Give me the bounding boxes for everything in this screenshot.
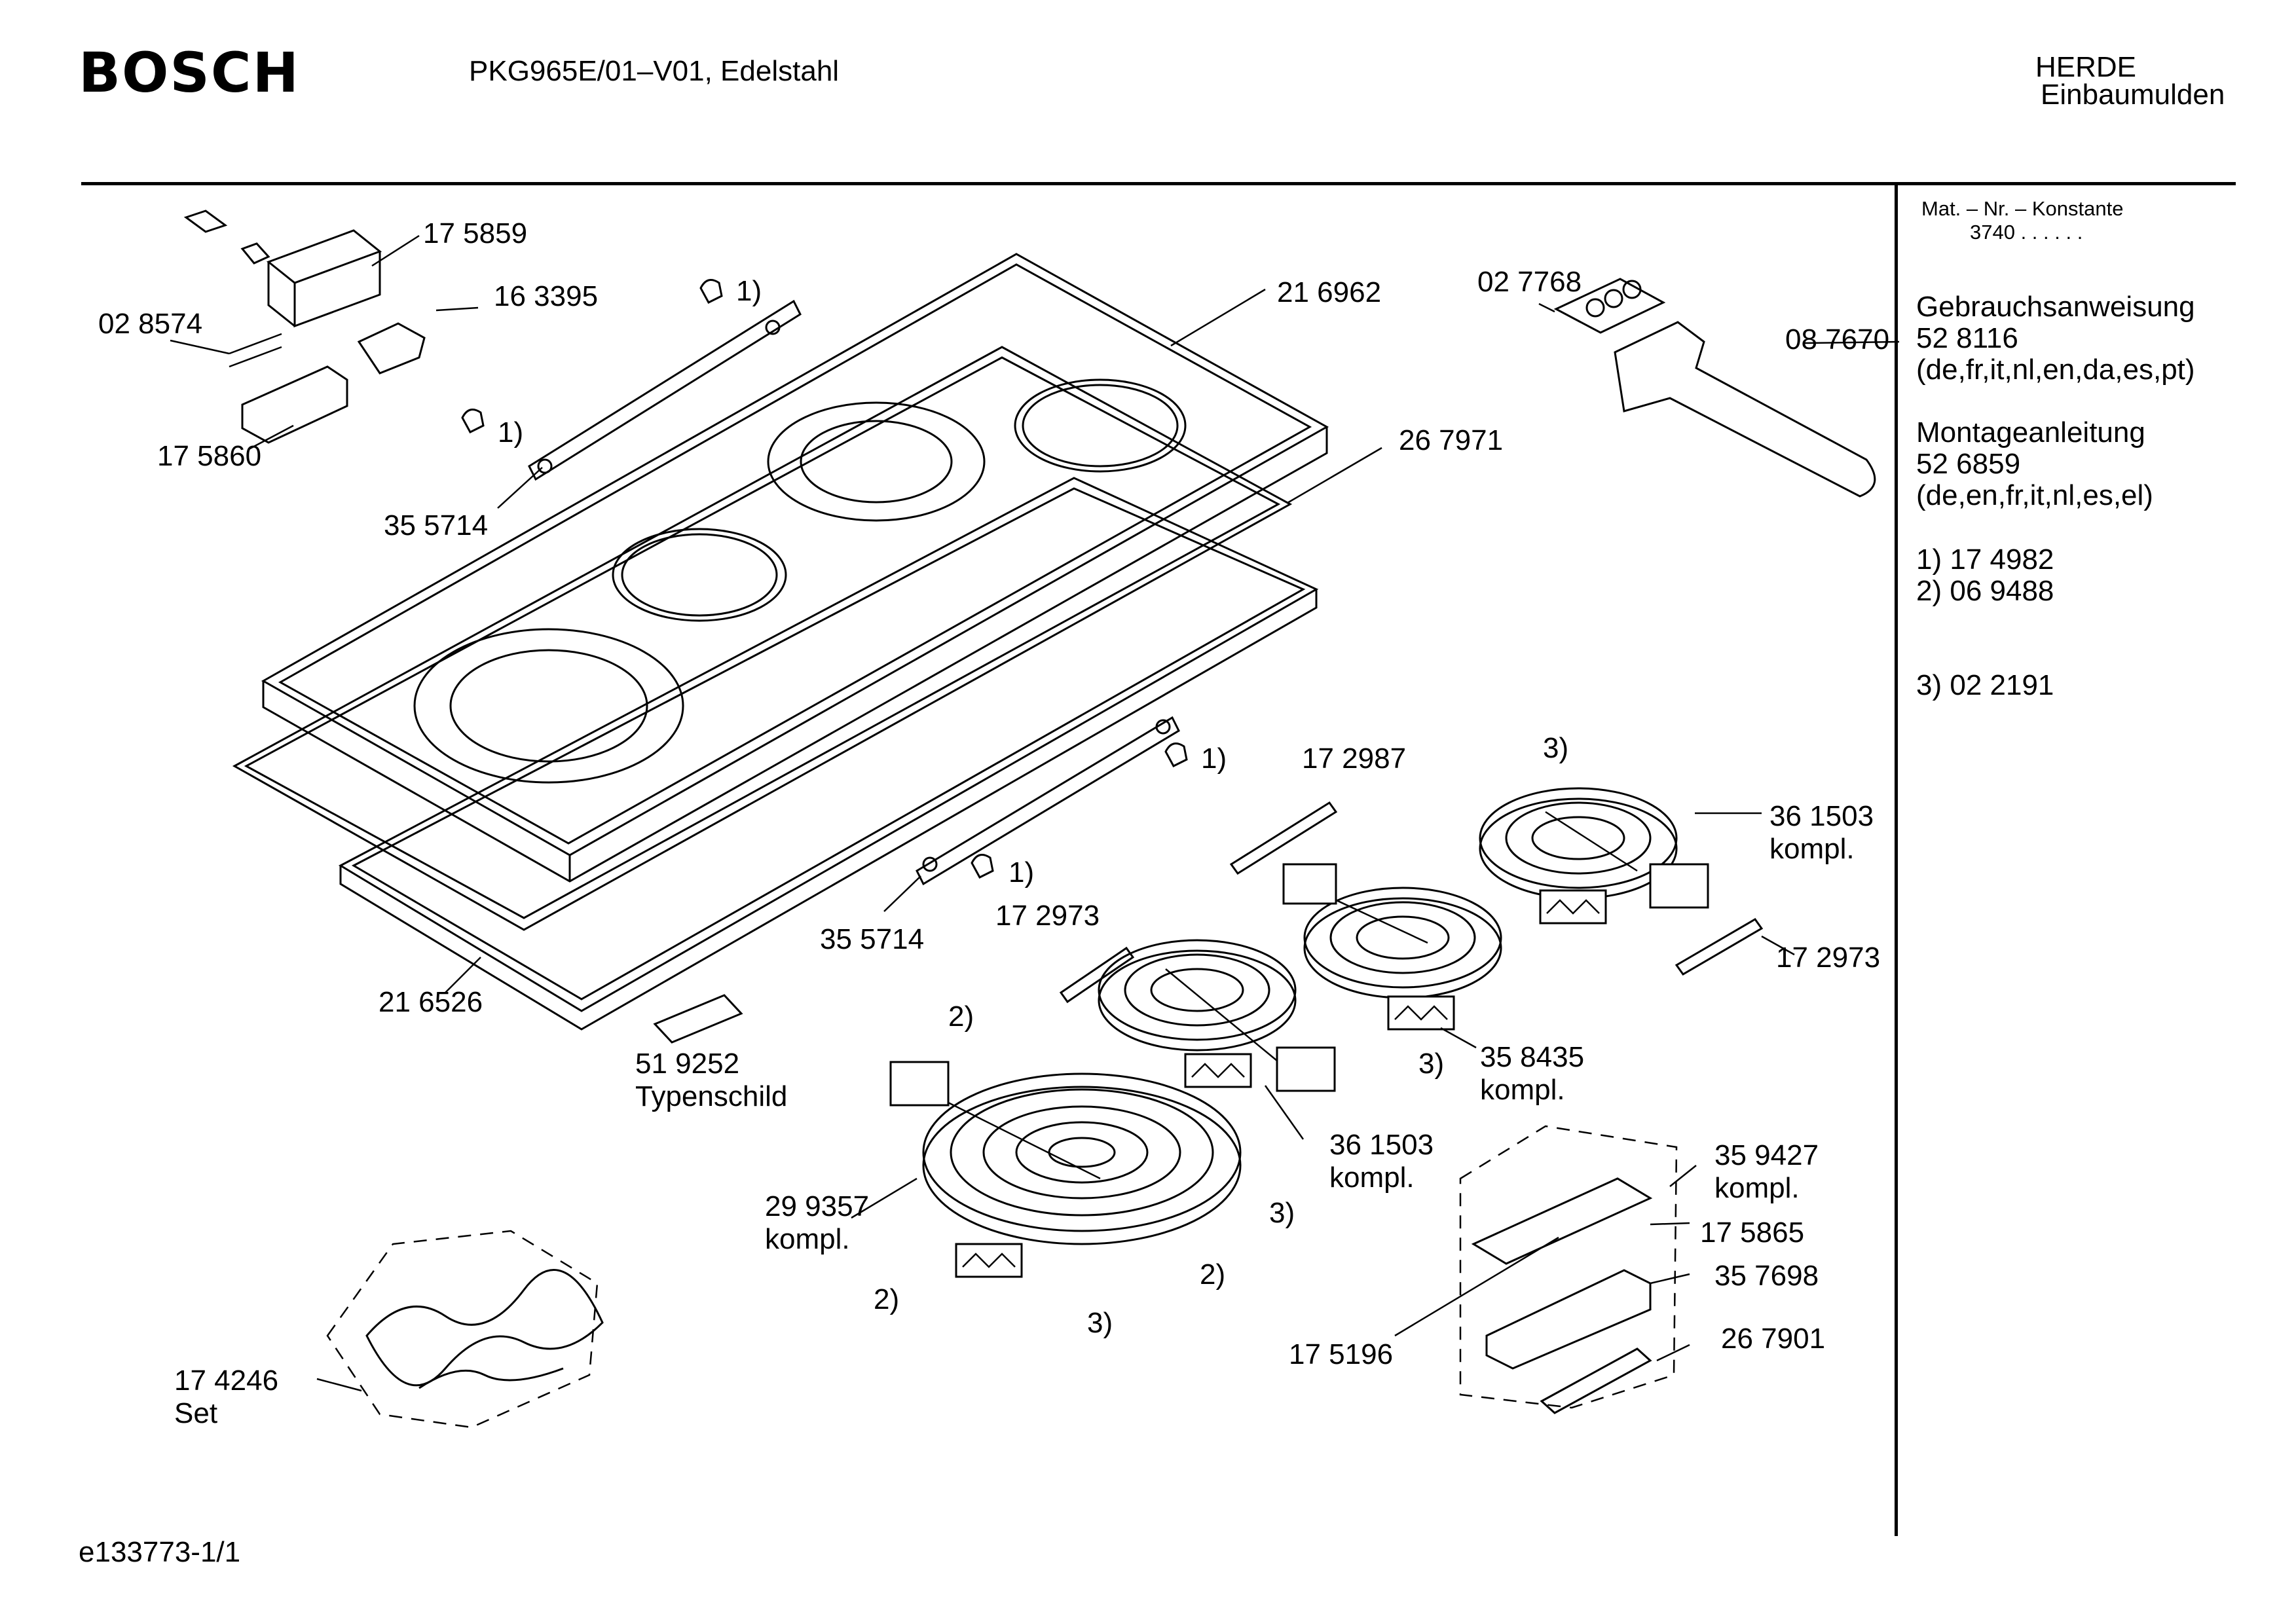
part-label-361503-mid: 36 1503 xyxy=(1329,1129,1434,1161)
manual-number: 52 8116 xyxy=(1916,322,2018,354)
manual-title: Gebrauchsanweisung xyxy=(1916,291,2195,323)
part-label-172973-left: 17 2973 xyxy=(995,900,1100,932)
marker-3-b: 3) xyxy=(1418,1048,1445,1080)
footer-code: e133773-1/1 xyxy=(79,1536,241,1568)
type-plate-part xyxy=(653,994,743,1044)
marker-1-left: 1) xyxy=(498,416,524,449)
part-label-087670: 08 7670 xyxy=(1785,323,1890,356)
heating-element-back-left xyxy=(1282,863,1502,1031)
note-2: 2) 06 9488 xyxy=(1916,575,2054,607)
part-label-174246-set: Set xyxy=(174,1397,218,1429)
part-label-359427-kompl: kompl. xyxy=(1714,1172,1800,1204)
heating-element-back-right xyxy=(1479,787,1709,925)
model-title: PKG965E/01–V01, Edelstahl xyxy=(469,55,840,87)
part-label-299357: 29 9357 xyxy=(765,1190,870,1222)
wire-set-part xyxy=(326,1230,604,1429)
operating-tool-part xyxy=(1553,278,1876,498)
marker-3-a: 3) xyxy=(1543,732,1569,764)
bosch-logo: BOSCH xyxy=(79,41,300,105)
clip-parts xyxy=(461,279,1188,879)
note-1: 1) 17 4982 xyxy=(1916,543,2054,576)
heating-element-mid xyxy=(1098,939,1336,1092)
installation-languages: (de,en,fr,it,nl,es,el) xyxy=(1916,479,2153,511)
bracket-parts xyxy=(1059,801,1764,1004)
mat-nr-value: 3740 . . . . . . xyxy=(1970,221,2083,244)
subcategory-label: Einbaumulden xyxy=(2041,79,2225,111)
part-label-216962: 21 6962 xyxy=(1277,276,1382,308)
part-label-355714-top: 35 5714 xyxy=(384,509,489,541)
part-label-172987: 17 2987 xyxy=(1302,742,1407,775)
part-label-172973-right: 17 2973 xyxy=(1776,942,1881,974)
mat-nr-label: Mat. – Nr. – Konstante xyxy=(1921,197,2124,220)
part-label-typenschild: Typenschild xyxy=(635,1080,788,1112)
part-label-519252: 51 9252 xyxy=(635,1048,740,1080)
part-label-175865: 17 5865 xyxy=(1700,1217,1805,1249)
part-label-175860: 17 5860 xyxy=(157,440,262,472)
part-label-175859: 17 5859 xyxy=(423,217,528,249)
part-label-361503-mid-kompl: kompl. xyxy=(1329,1162,1415,1194)
installation-title: Montageanleitung xyxy=(1916,416,2145,449)
category-label: HERDE xyxy=(2035,51,2137,83)
part-label-216526: 21 6526 xyxy=(379,986,483,1018)
seal-frame-part xyxy=(232,346,1293,931)
marker-1-bottom: 1) xyxy=(1009,856,1035,888)
installation-number: 52 6859 xyxy=(1916,448,2021,480)
heating-element-large xyxy=(889,1061,1242,1278)
note-3: 3) 02 2191 xyxy=(1916,669,2054,701)
marker-3-c: 3) xyxy=(1269,1197,1295,1229)
manual-languages: (de,fr,it,nl,en,da,es,pt) xyxy=(1916,354,2195,386)
part-label-028574: 02 8574 xyxy=(98,308,203,340)
bottom-frame-part xyxy=(338,477,1319,1031)
part-label-361503-right-kompl: kompl. xyxy=(1769,833,1855,865)
marker-3-d: 3) xyxy=(1087,1307,1113,1339)
marker-2-b: 2) xyxy=(874,1283,900,1315)
glass-cooktop-part xyxy=(261,253,1329,883)
part-label-361503-right: 36 1503 xyxy=(1769,800,1874,832)
part-label-175196: 17 5196 xyxy=(1289,1338,1394,1370)
mounting-rail-bottom xyxy=(916,716,1180,886)
header-divider xyxy=(81,182,2236,185)
part-label-267971: 26 7971 xyxy=(1399,424,1504,456)
part-label-299357-kompl: kompl. xyxy=(765,1223,850,1255)
leader-lines xyxy=(170,234,1900,1392)
part-label-358435: 35 8435 xyxy=(1480,1041,1585,1073)
part-label-174246: 17 4246 xyxy=(174,1365,279,1397)
marker-2-a: 2) xyxy=(948,1000,974,1033)
part-label-267901: 26 7901 xyxy=(1721,1323,1826,1355)
part-label-355714-bottom: 35 5714 xyxy=(820,923,925,955)
electronics-housing-part xyxy=(183,210,426,444)
part-label-357698: 35 7698 xyxy=(1714,1260,1819,1292)
marker-1-right: 1) xyxy=(1201,742,1227,775)
part-label-163395: 16 3395 xyxy=(494,280,599,312)
part-label-358435-kompl: kompl. xyxy=(1480,1074,1565,1106)
part-label-027768: 02 7768 xyxy=(1477,266,1582,298)
marker-1-top: 1) xyxy=(736,275,762,307)
marker-2-c: 2) xyxy=(1200,1258,1226,1291)
part-label-359427: 35 9427 xyxy=(1714,1139,1819,1171)
sidebar-divider xyxy=(1895,182,1898,1536)
control-module-part xyxy=(1459,1125,1678,1414)
